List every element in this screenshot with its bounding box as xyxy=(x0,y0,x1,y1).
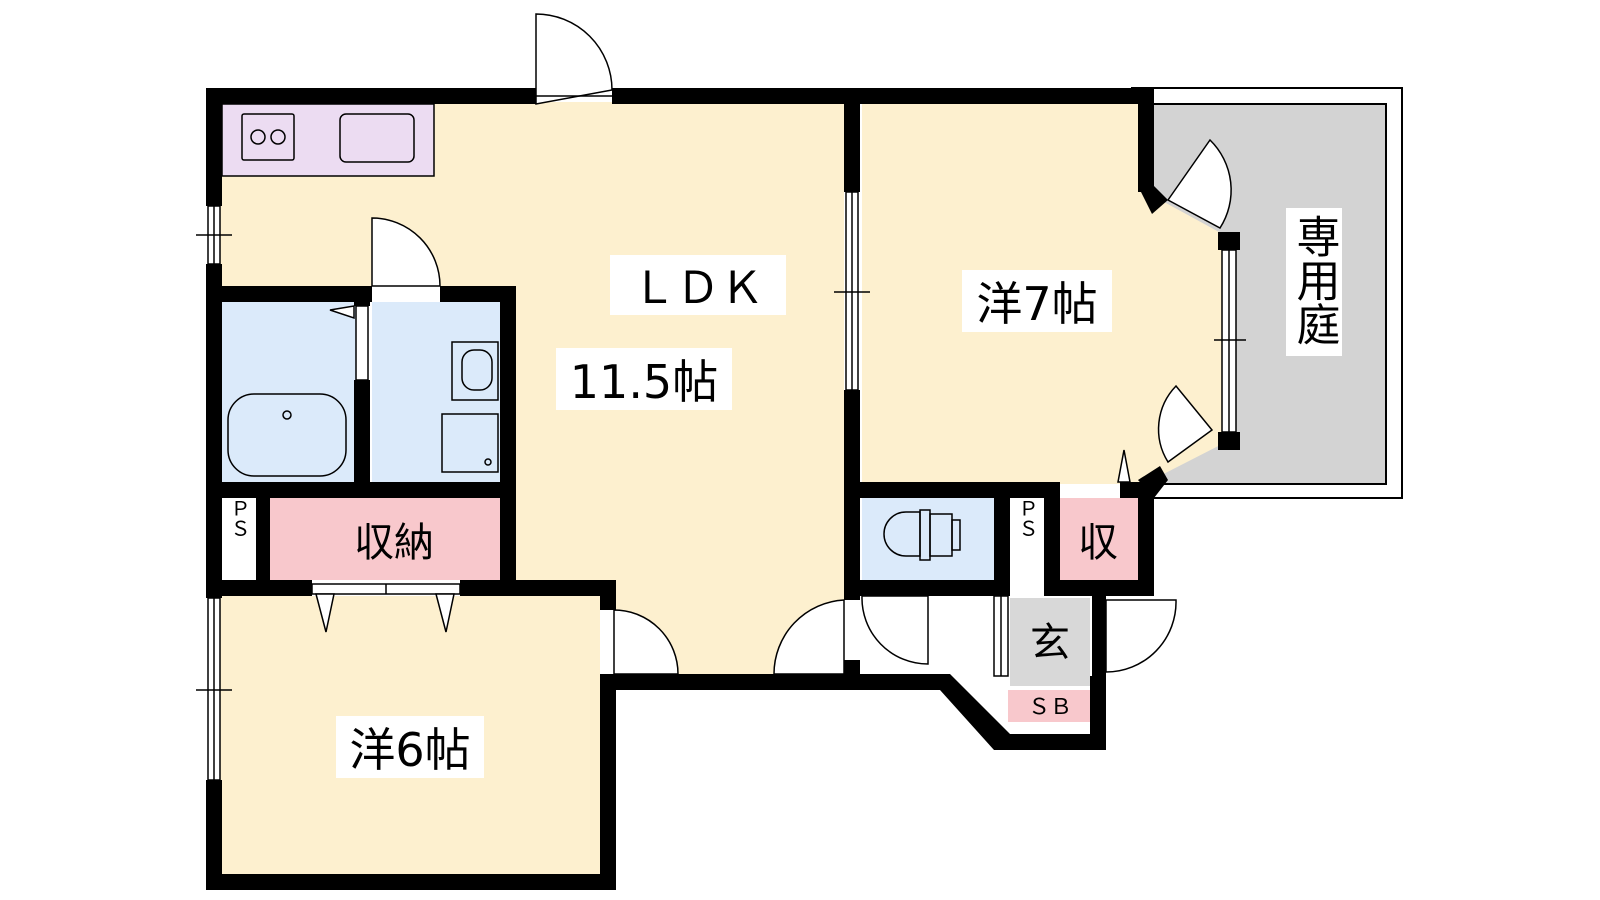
door-washroom xyxy=(371,217,441,287)
ps2-label: ＰＳ xyxy=(1015,498,1039,538)
small-storage-label: 収 xyxy=(1078,520,1118,566)
western6-label: 洋6帖 xyxy=(349,723,470,777)
ps1-label: ＰＳ xyxy=(227,498,251,538)
western7-label: 洋7帖 xyxy=(976,277,1097,331)
ps2-floor xyxy=(1010,498,1044,580)
ldk-size-label: 11.5帖 xyxy=(570,355,718,409)
small-storage-floor xyxy=(1058,498,1138,580)
entrance-label: 玄 xyxy=(1030,620,1070,666)
door-top xyxy=(535,13,613,105)
storage-floor xyxy=(270,498,500,580)
doors xyxy=(311,13,1232,677)
door-garden-upper xyxy=(1166,138,1232,229)
bathroom-floor xyxy=(222,302,358,482)
bathtub xyxy=(227,393,347,477)
ldk-name-label: ＬＤＫ xyxy=(632,263,764,314)
ps1-floor xyxy=(222,498,256,580)
shoebox-floor xyxy=(1008,690,1092,722)
door-garden-lower xyxy=(1157,384,1214,464)
shoebox-label: ＳＢ xyxy=(1028,695,1072,720)
door-ldk-hall xyxy=(773,599,845,675)
door-entrance xyxy=(1105,599,1177,673)
stove xyxy=(241,113,295,161)
door-toilet xyxy=(861,595,929,665)
fixtures xyxy=(227,113,961,561)
washroom-floor xyxy=(372,302,500,482)
toilet-fixture xyxy=(883,509,961,561)
windows xyxy=(196,191,1246,781)
door-western6 xyxy=(613,609,679,675)
garden-label: 専用庭 xyxy=(1289,214,1340,346)
walls xyxy=(206,88,1240,890)
washer-pan xyxy=(441,413,499,473)
storage-label: 収納 xyxy=(354,520,434,566)
entrance-floor xyxy=(1010,598,1090,686)
labels: ＬＤＫ 11.5帖 洋7帖 洋6帖 収納 収 玄 ＳＢ ＰＳ ＰＳ 専用庭 xyxy=(227,208,1342,778)
kitchen-sink xyxy=(339,113,415,163)
wash-basin xyxy=(451,341,499,401)
